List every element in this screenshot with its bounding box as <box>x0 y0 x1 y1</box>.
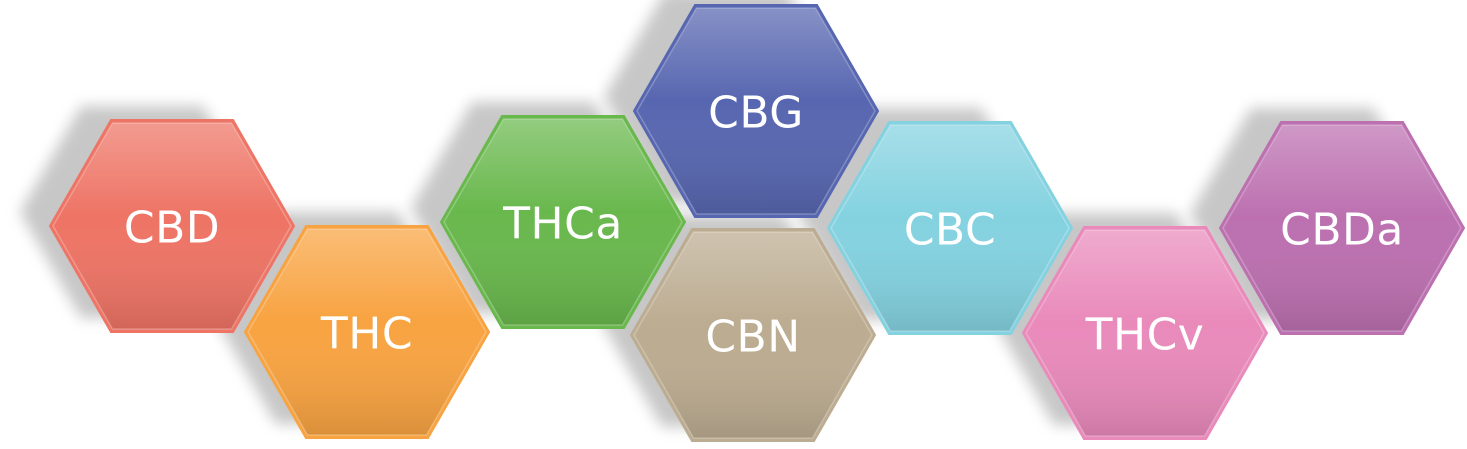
hexagon-cbda-label: CBDa <box>1280 205 1404 256</box>
hexagon-cbc-label: CBC <box>904 205 996 256</box>
hexagon-thca-label: THCa <box>502 199 623 250</box>
hexagon-thca-bevel <box>443 118 683 326</box>
hexagon-cbc-bevel <box>830 124 1070 332</box>
hexagon-cbd-label: CBD <box>124 203 220 254</box>
hexagon-thc-label: THC <box>320 309 413 360</box>
hexagon-cbda-bevel <box>1222 124 1462 332</box>
hexagon-thcv-bevel <box>1025 229 1265 437</box>
hexagon-cbc: CBC <box>826 121 1074 335</box>
hexagon-thcv: THCv <box>1021 226 1269 440</box>
hexagon-thcv-label: THCv <box>1085 310 1205 361</box>
hexagon-thc-bevel <box>247 228 487 436</box>
hexagon-cbg-label: CBG <box>708 88 804 139</box>
hexagon-cbda: CBDa <box>1218 121 1466 335</box>
hexagon-cbn: CBN <box>629 228 877 442</box>
hexagon-cbd: CBD <box>48 119 296 333</box>
hexagon-cbg-bevel <box>636 7 876 215</box>
hexagon-layer: CBD THC THCa CBG CBN CBC <box>48 4 1466 442</box>
hexagon-cbg: CBG <box>632 4 880 218</box>
hexagon-thc: THC <box>243 225 491 439</box>
hexagon-cbn-label: CBN <box>705 312 800 363</box>
hexagon-cbn-bevel <box>633 231 873 439</box>
hexagon-cbd-bevel <box>52 122 292 330</box>
hexagon-thca: THCa <box>439 115 687 329</box>
